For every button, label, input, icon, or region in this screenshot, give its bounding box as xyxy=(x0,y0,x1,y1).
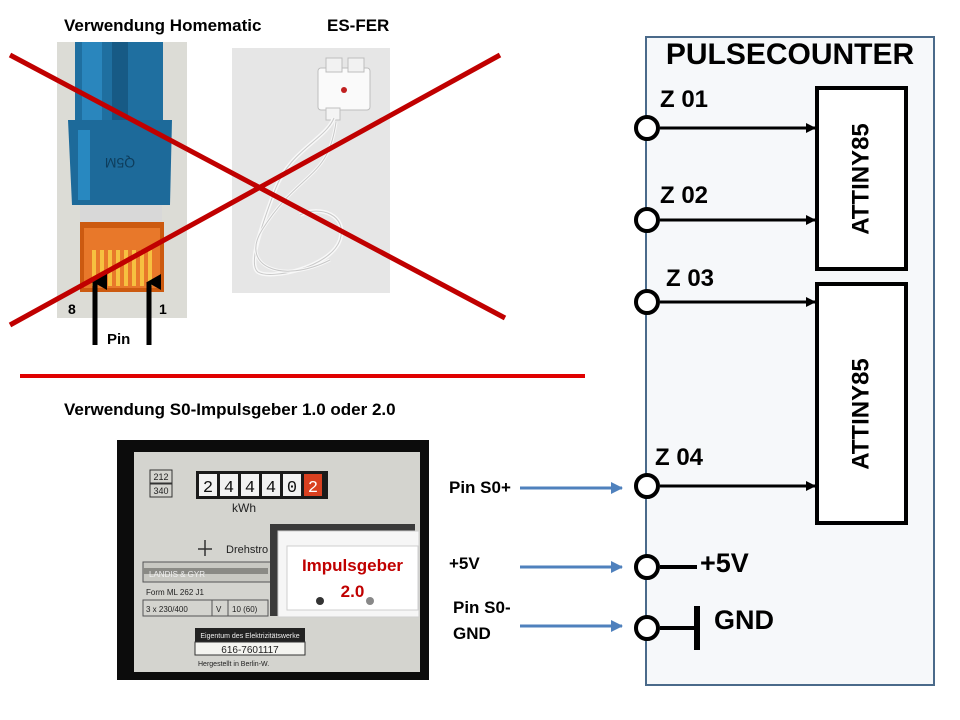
impulsgeber-label-line1: Impulsgeber xyxy=(301,556,404,575)
pin-caption: Pin xyxy=(107,331,131,348)
input-label-z03: Z 03 xyxy=(666,265,715,292)
counter-digit: 4 xyxy=(224,479,234,498)
counter-digit: 4 xyxy=(245,479,255,498)
meter-rating-bottom: 340 xyxy=(153,486,168,496)
input-label-z02: Z 02 xyxy=(660,182,709,209)
meter-unit: kWh xyxy=(232,501,256,515)
chip-top-label: ATTINY85 xyxy=(847,123,874,235)
gnd-label: GND xyxy=(714,605,774,635)
rj45-jacket-label: Q5M xyxy=(105,155,135,171)
meter-owner: Eigentum des Elektrizitätswerke xyxy=(200,633,299,640)
terminal-z02 xyxy=(634,207,660,233)
rj45-connector-image xyxy=(57,42,187,318)
counter-digit: 2 xyxy=(203,479,213,498)
chip-bottom-label: ATTINY85 xyxy=(847,358,874,470)
title-homematic: Verwendung Homematic xyxy=(64,16,262,35)
input-label-z04: Z 04 xyxy=(655,444,704,471)
terminal-z04 xyxy=(634,473,660,499)
attiny85-chip-top xyxy=(815,86,908,271)
counter-digit: 0 xyxy=(287,479,297,498)
terminal-5v xyxy=(634,554,660,580)
meter-spec-v: V xyxy=(216,605,222,614)
pin-1-label: 1 xyxy=(159,301,167,317)
pulsecounter-title: PULSECOUNTER xyxy=(665,38,915,71)
meter-spec-left: 3 x 230/400 xyxy=(146,605,188,614)
meter-made-in: Hergestellt in Berlin-W. xyxy=(198,661,269,668)
label-pin-s0-plus: Pin S0+ xyxy=(449,478,511,497)
title-s0-impulsgeber: Verwendung S0-Impulsgeber 1.0 oder 2.0 xyxy=(64,400,396,419)
meter-spec-right: 10 (60) xyxy=(232,605,258,614)
es-fer-sensor-image xyxy=(232,48,390,293)
electricity-meter-image xyxy=(117,440,429,680)
impulsgeber-label-line2: 2.0 xyxy=(340,582,365,601)
terminal-gnd xyxy=(634,615,660,641)
meter-serial: 616-7601117 xyxy=(221,645,279,656)
terminal-z01 xyxy=(634,115,660,141)
counter-digit: 4 xyxy=(266,479,276,498)
meter-drehstrom: Drehstro xyxy=(226,544,268,556)
title-es-fer: ES-FER xyxy=(327,16,390,35)
label-pin-s0-minus: Pin S0- xyxy=(453,598,511,617)
label-5v-input: +5V xyxy=(449,554,480,573)
meter-counter: 2 4 4 4 0 2 xyxy=(203,479,318,498)
label-gnd-input: GND xyxy=(453,624,491,643)
counter-digit: 2 xyxy=(308,479,318,498)
attiny85-chip-bottom xyxy=(815,282,908,525)
input-label-z01: Z 01 xyxy=(660,86,709,113)
pin-8-label: 8 xyxy=(68,301,76,317)
output-5v-label: +5V xyxy=(700,548,749,578)
meter-form: Form ML 262 J1 xyxy=(146,588,204,597)
meter-brand: LANDIS & GYR xyxy=(149,570,205,579)
cross-line-2 xyxy=(8,52,502,328)
terminal-z03 xyxy=(634,289,660,315)
meter-rating-top: 212 xyxy=(153,472,168,482)
